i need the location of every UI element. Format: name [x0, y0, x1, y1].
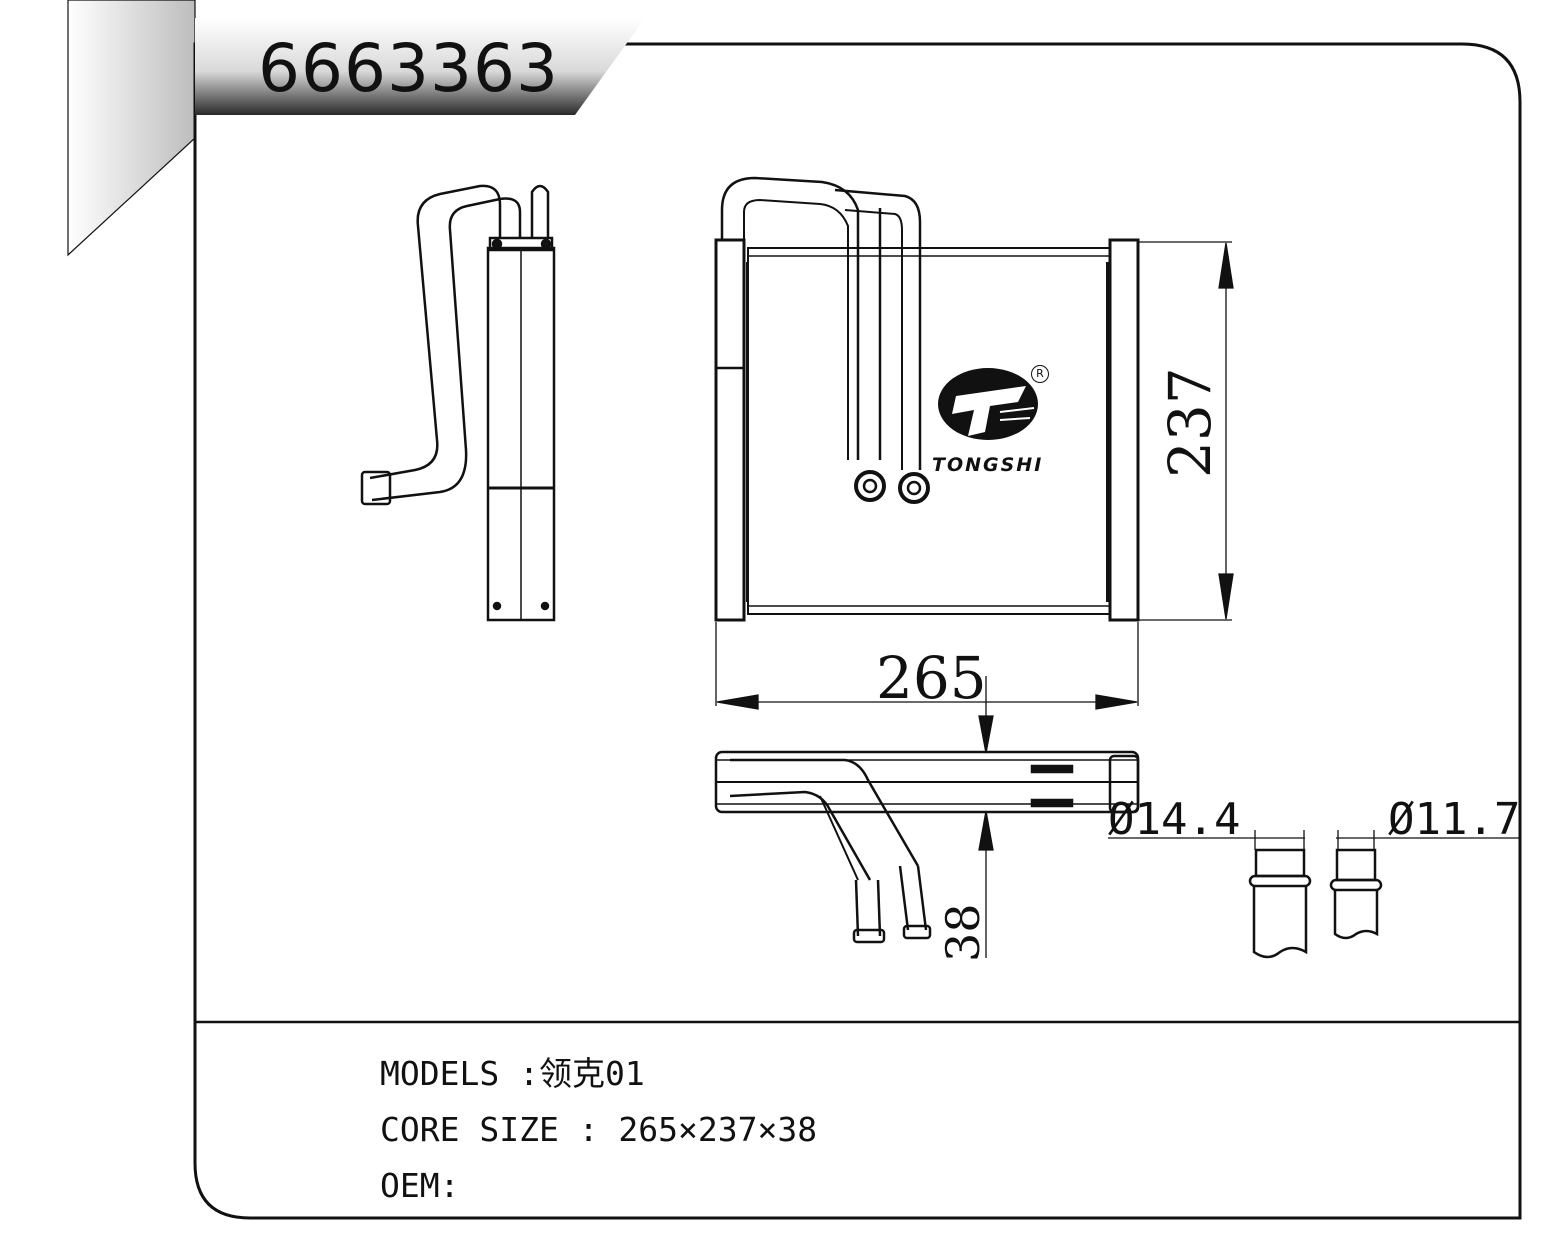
- spec-row-core-size: CORE SIZE : 265×237×38: [380, 1110, 818, 1149]
- front-view: [714, 176, 1140, 622]
- corner-fold: [67, 0, 196, 257]
- pipe-diameter-label-2: Ø11.7: [1388, 794, 1521, 845]
- brand-name: TONGSHI: [932, 454, 1044, 476]
- core-size-label: CORE SIZE: [380, 1110, 559, 1149]
- core-size-value: 265×237×38: [618, 1110, 818, 1149]
- title-banner: [195, 18, 645, 115]
- spec-row-oem: OEM:: [380, 1166, 460, 1205]
- height-dimension: 237: [1156, 367, 1224, 478]
- frame-border: [193, 42, 1522, 1220]
- fin-dots: [746, 262, 1109, 602]
- width-dimension: 265: [876, 644, 987, 712]
- part-number: 6663363: [258, 30, 559, 107]
- spec-table: MODELS :领克01 CORE SIZE : 265×237×38 OEM:: [380, 1046, 817, 1214]
- oem-label: OEM: [380, 1166, 440, 1205]
- depth-dimension: 38: [936, 903, 990, 962]
- models-label: MODELS: [380, 1054, 500, 1093]
- brand-logo: [938, 368, 1038, 440]
- spec-row-models: MODELS :领克01: [380, 1054, 645, 1093]
- dimension-lines: [715, 241, 1520, 958]
- top-view: [714, 750, 1140, 944]
- registered-mark: R: [1031, 365, 1049, 383]
- side-view: [360, 184, 556, 622]
- pipe-end-details: [1248, 848, 1383, 959]
- pipe-diameter-label-1: Ø14.4: [1108, 794, 1241, 845]
- models-value: 领克01: [538, 1054, 645, 1093]
